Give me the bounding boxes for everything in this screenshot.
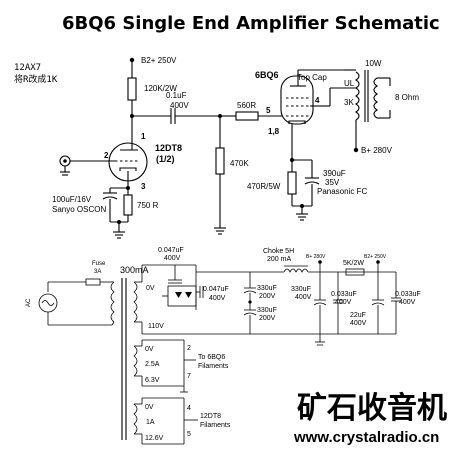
- label-ot-8ohm: 8 Ohm: [395, 93, 419, 102]
- label-c-330-a: 330uF: [257, 285, 277, 292]
- label-top-cap: Top Cap: [297, 73, 327, 82]
- note-tube-type: 12AX7: [14, 63, 41, 73]
- label-w3-pin5: 5: [187, 431, 191, 438]
- label-w2-fil: Filaments: [198, 363, 229, 370]
- label-r-560: 560R: [237, 101, 256, 110]
- label-c-100u: 100uF/16V: [52, 195, 92, 204]
- label-fuse-3a: 3A: [94, 269, 101, 275]
- label-w3-126v: 12.6V: [145, 435, 164, 442]
- label-c-330-b: 330uF: [257, 307, 277, 314]
- label-ot-3k: 3K: [344, 98, 354, 107]
- label-ot-ul: UL: [344, 79, 355, 88]
- label-r-5k: 5K/2W: [343, 260, 364, 267]
- pt-ht-secondary: [133, 281, 138, 323]
- label-ot-10w: 10W: [365, 59, 382, 68]
- label-pt-300ma: 300mA: [120, 265, 149, 275]
- label-r-470k: 470K: [230, 159, 249, 168]
- label-tube-12dt8-half: (1/2): [156, 154, 175, 164]
- label-ac: AC: [26, 298, 32, 307]
- pin-4: 4: [315, 96, 320, 105]
- label-c-01u: 0.1uF: [166, 91, 187, 100]
- resistor-560r: [235, 111, 259, 121]
- label-c-22u: 22uF: [350, 312, 366, 319]
- label-c-390u: 390uF: [323, 169, 346, 178]
- label-w2-pin7: 7: [187, 373, 191, 380]
- resistor-470r-5w: [287, 171, 297, 195]
- rectifier-bridge: [167, 285, 197, 307]
- pin-1-8: 1,8: [268, 127, 280, 136]
- diode-2: [185, 292, 192, 298]
- label-b-plus-280-small: B+ 280V: [306, 254, 326, 260]
- label-c-0033-a: 0.033uF: [331, 291, 357, 298]
- label-r-470sw: 470R/5W: [247, 182, 281, 191]
- label-r-120k: 120K/2W: [144, 84, 177, 93]
- pin-3: 3: [141, 182, 146, 191]
- label-w2-63v: 6.3V: [145, 377, 160, 384]
- pt-heater-6v3: [133, 345, 138, 377]
- fuse: [85, 278, 101, 286]
- label-tube-12dt8: 12DT8: [155, 143, 182, 153]
- label-c-047-top: 0.047uF: [158, 247, 184, 254]
- resistor-750r: [123, 194, 133, 216]
- label-b-plus-280: B+ 280V: [361, 146, 393, 155]
- power-supply: Fuse 3A AC 300mA 0V 110V 0.047uF 4: [26, 247, 421, 445]
- choke: [283, 268, 309, 273]
- label-c-330-b-v: 200V: [259, 315, 276, 322]
- output-stage: 470K 560R 5 6BQ6 Top Cap 4 1,8 470R/5W: [214, 59, 419, 235]
- label-c-390u-brand: Panasonic FC: [317, 187, 367, 196]
- label-pt-110v: 110V: [148, 323, 164, 330]
- label-choke: Choke 5H: [263, 248, 294, 255]
- label-w2-0v: 0V: [145, 346, 154, 353]
- input-stage: B2+ 250V 120K/2W 0.1uF 400V 12DT8 (1/2) …: [52, 56, 222, 239]
- label-b2-plus-250-small: B2+ 250V: [364, 254, 387, 260]
- label-c-330-c: 330uF: [291, 286, 311, 293]
- label-b2-250v: B2+ 250V: [141, 56, 177, 65]
- tube-12dt8-cathode: [119, 167, 137, 171]
- label-r-750: 750 R: [137, 201, 159, 210]
- label-c-01u-v: 400V: [170, 101, 189, 110]
- resistor-5k: [345, 268, 365, 276]
- tube-6bq6: [280, 75, 314, 125]
- label-w3-1a: 1A: [146, 419, 155, 426]
- label-c-0033-a-v: 400V: [335, 299, 352, 306]
- ot-secondary: [373, 77, 378, 119]
- label-c-330-c-v: 400V: [295, 294, 312, 301]
- label-w3-pin4: 4: [187, 405, 191, 412]
- diode-1: [175, 292, 182, 298]
- label-pt-0v: 0V: [146, 285, 155, 292]
- resistor-470k: [215, 147, 225, 175]
- label-w3-0v: 0V: [145, 404, 154, 411]
- label-c-0033-b-v: 400V: [399, 299, 416, 306]
- watermark-logo-cn: 矿石收音机: [297, 391, 447, 425]
- label-w2-to: To 6BQ6: [198, 354, 225, 361]
- label-w2-25a: 2.5A: [145, 361, 160, 368]
- watermark-url: www.crystalradio.cn: [293, 429, 439, 446]
- pt-primary: [110, 281, 115, 323]
- note-change-r: 将R改成1K: [14, 73, 58, 85]
- pin-1: 1: [141, 132, 146, 141]
- label-c-047-mid: 0.047uF: [203, 286, 229, 293]
- pin-2: 2: [104, 151, 109, 160]
- label-c-100u-brand: Sanyo OSCON: [52, 205, 106, 214]
- schematic-title: 6BQ6 Single End Amplifier Schematic: [62, 13, 440, 34]
- label-w2-pin2: 2: [187, 345, 191, 352]
- label-c-330-a-v: 200V: [259, 293, 276, 300]
- label-c-0033-b: 0.033uF: [395, 291, 421, 298]
- label-w3-to: 12DT8: [200, 413, 221, 420]
- pt-heater-12v6: [133, 403, 138, 435]
- label-c-390u-v: 35V: [325, 178, 340, 187]
- label-c-22u-v: 400V: [350, 320, 367, 327]
- label-choke-current: 200 mA: [267, 256, 291, 263]
- label-tube-6bq6: 6BQ6: [255, 70, 279, 80]
- label-w3-fil: Filaments: [200, 422, 231, 429]
- label-c-047-top-v: 400V: [164, 255, 181, 262]
- resistor-120k: [127, 77, 137, 101]
- ot-primary: [355, 71, 360, 121]
- label-c-047-mid-v: 400V: [209, 295, 226, 302]
- pin-5: 5: [266, 106, 271, 115]
- label-fuse: Fuse: [92, 261, 106, 267]
